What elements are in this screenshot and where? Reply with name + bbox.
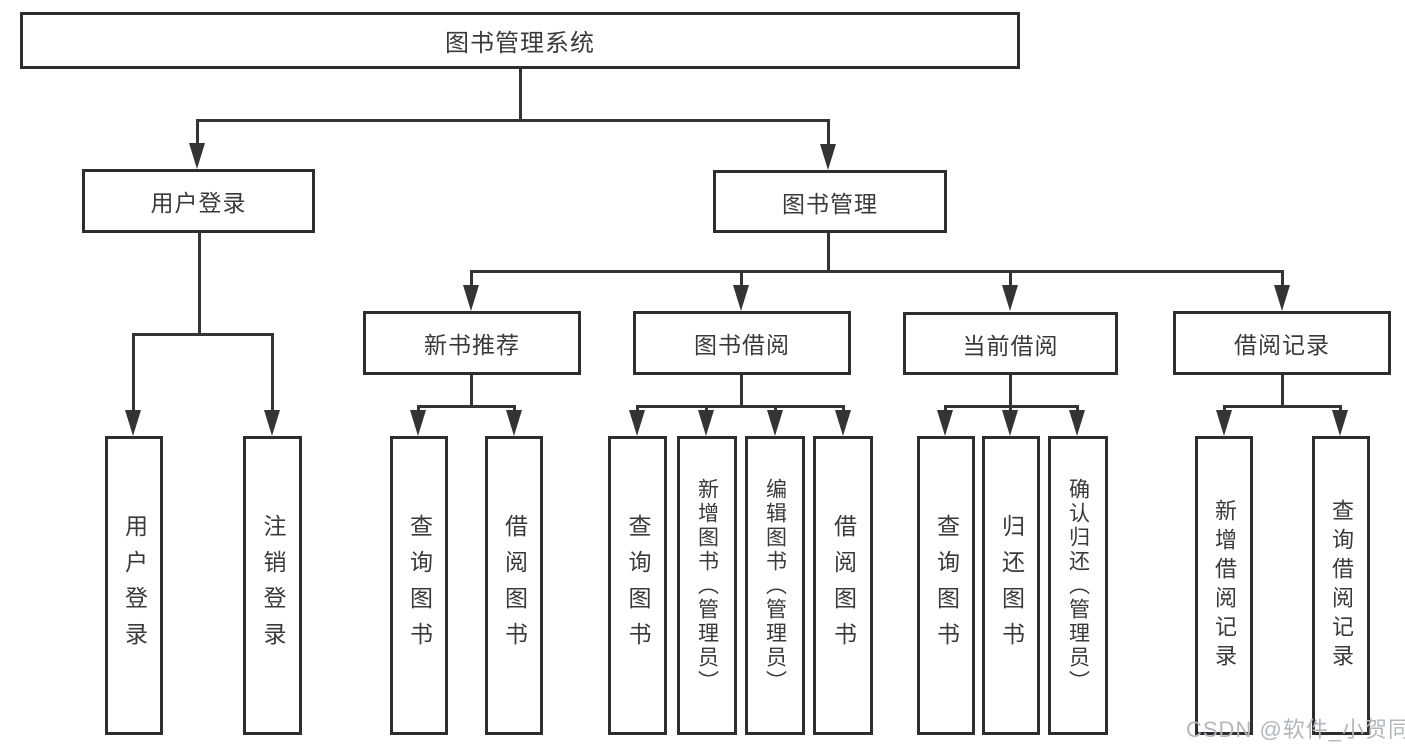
arrowhead-icon	[733, 285, 749, 311]
node-label-new-books: 新书推荐	[424, 332, 520, 358]
connector-user-login-stem	[198, 233, 201, 336]
leaf-box-user-login: 用户登录	[105, 436, 163, 735]
connector-book-borrow-rail	[636, 405, 845, 408]
node-label-current-borrow: 当前借阅	[962, 332, 1059, 359]
connector-book-borrow-stem	[740, 375, 743, 408]
node-label-book-borrow: 图书借阅	[694, 332, 790, 358]
arrowhead-icon	[767, 410, 783, 436]
node-box-user-login: 用户登录	[82, 169, 315, 233]
connector-borrow-records-stem	[1281, 375, 1284, 408]
connector-to-leaf-login	[132, 333, 135, 413]
connector-to-borrow-records	[1281, 270, 1284, 290]
leaf-label-query-books: 查询图书	[625, 513, 651, 658]
arrowhead-icon	[410, 410, 426, 436]
leaf-box-confirm-return-admin: 确认归还（管理员）	[1048, 436, 1108, 735]
leaf-label-add-books-admin: 新增图书（管理员）	[695, 477, 719, 694]
connector-level2-rail	[470, 270, 1284, 273]
arrowhead-icon	[698, 410, 714, 436]
node-box-borrow-records: 借阅记录	[1173, 311, 1391, 375]
leaf-box-add-borrow-record: 新增借阅记录	[1195, 436, 1253, 735]
connector-level1-rail	[196, 119, 830, 122]
arrowhead-icon	[835, 410, 851, 436]
arrowhead-icon	[820, 144, 836, 170]
arrowhead-icon	[1002, 410, 1018, 436]
leaf-box-borrow-books-1: 借阅图书	[485, 436, 543, 735]
arrowhead-icon	[189, 143, 205, 169]
arrowhead-icon	[1274, 285, 1290, 311]
leaf-label-logout: 注销登录	[260, 513, 286, 658]
connector-user-login-rail	[132, 333, 274, 336]
node-label-borrow-records: 借阅记录	[1234, 332, 1330, 358]
leaf-box-add-books-admin: 新增图书（管理员）	[677, 436, 737, 735]
leaf-label-query-borrow-record: 查询借阅记录	[1329, 498, 1354, 673]
leaf-box-logout: 注销登录	[243, 436, 302, 735]
connector-book-mgmt-stem	[827, 233, 830, 273]
connector-to-book-borrow	[740, 270, 743, 290]
node-box-book-borrow: 图书借阅	[633, 311, 851, 375]
arrowhead-icon	[1069, 410, 1085, 436]
leaf-label-query-books: 查询图书	[933, 513, 960, 658]
connector-to-book-mgmt	[827, 119, 830, 149]
connector-new-books-stem	[470, 375, 473, 408]
connector-root-stem	[519, 69, 522, 121]
arrowhead-icon	[629, 410, 645, 436]
arrowhead-icon	[125, 410, 141, 436]
arrowhead-icon	[1216, 410, 1232, 436]
connector-new-books-rail	[417, 405, 516, 408]
leaf-box-query-borrow-record: 查询借阅记录	[1312, 436, 1370, 735]
connector-borrow-records-rail	[1223, 405, 1342, 408]
arrowhead-icon	[506, 410, 522, 436]
leaf-box-borrow-books-2: 借阅图书	[813, 436, 873, 735]
leaf-label-borrow-books: 借阅图书	[501, 513, 528, 658]
leaf-box-query-books-1: 查询图书	[390, 436, 448, 735]
leaf-label-user-login: 用户登录	[121, 513, 148, 658]
leaf-label-confirm-return-admin: 确认归还（管理员）	[1066, 477, 1090, 694]
node-label-user-login: 用户登录	[150, 190, 247, 216]
connector-to-user-login	[196, 119, 199, 149]
node-box-current-borrow: 当前借阅	[903, 312, 1118, 375]
connector-to-new-books	[470, 270, 473, 290]
connector-current-borrow-stem	[1009, 375, 1012, 408]
leaf-label-edit-books-admin: 编辑图书（管理员）	[763, 477, 787, 694]
node-label-book-mgmt: 图书管理	[782, 190, 878, 217]
connector-to-current-borrow	[1009, 270, 1012, 290]
node-box-book-mgmt: 图书管理	[713, 170, 947, 233]
arrowhead-icon	[463, 285, 479, 311]
leaf-box-edit-books-admin: 编辑图书（管理员）	[745, 436, 805, 735]
arrowhead-icon	[937, 410, 953, 436]
node-box-library-system: 图书管理系统	[20, 12, 1020, 69]
leaf-box-return-books: 归还图书	[982, 436, 1040, 735]
connector-to-leaf-logout	[271, 333, 274, 413]
leaf-box-query-books-2: 查询图书	[608, 436, 667, 735]
leaf-label-return-books: 归还图书	[998, 513, 1025, 658]
leaf-box-query-books-3: 查询图书	[917, 436, 975, 735]
watermark: CSDN @软件_小贺同学	[1186, 717, 1405, 742]
leaf-label-query-books: 查询图书	[406, 513, 433, 658]
leaf-label-add-borrow-record: 新增借阅记录	[1212, 498, 1237, 673]
arrowhead-icon	[1002, 285, 1018, 311]
node-box-new-books: 新书推荐	[363, 311, 581, 375]
leaf-label-borrow-books: 借阅图书	[830, 513, 857, 658]
node-label-library-system: 图书管理系统	[445, 30, 595, 57]
arrowhead-icon	[1332, 410, 1348, 436]
arrowhead-icon	[264, 410, 280, 436]
